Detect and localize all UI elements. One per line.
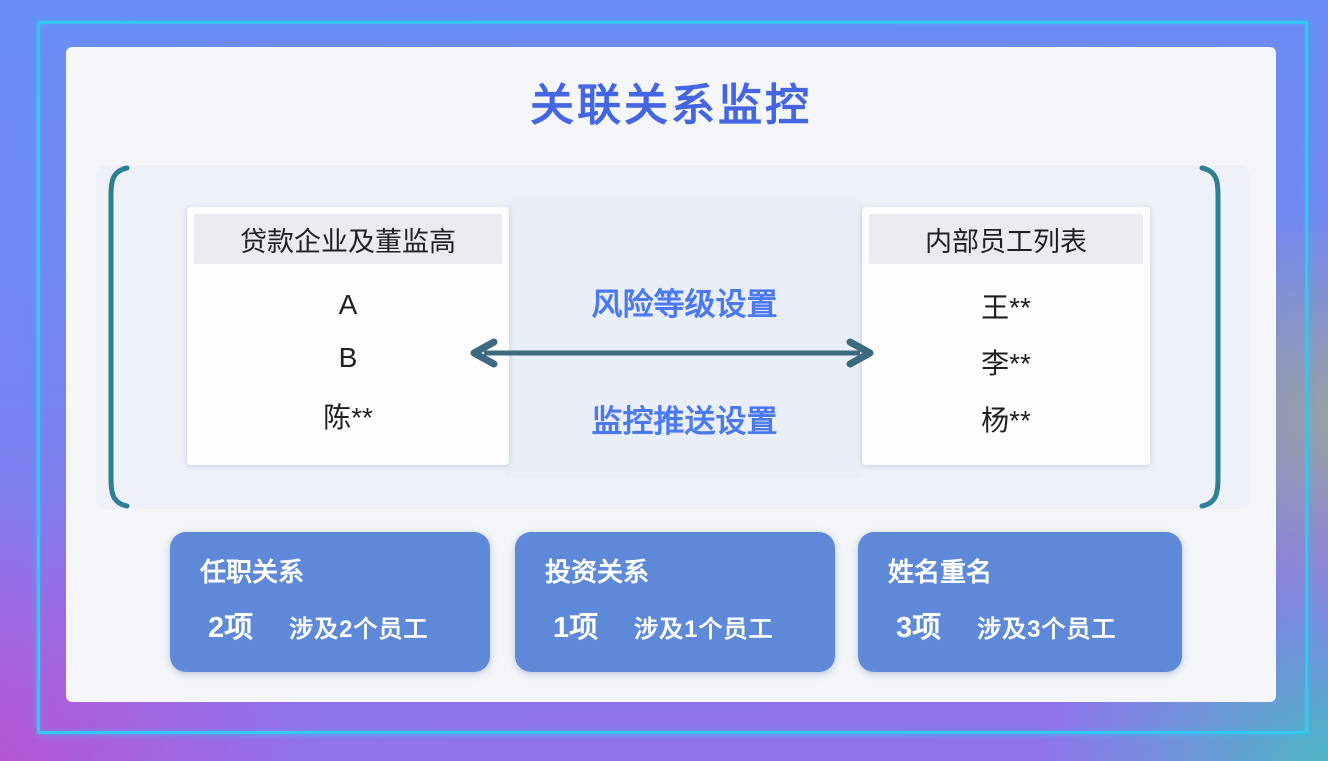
employment-relation-card: 任职关系 2项 涉及2个员工 — [170, 532, 490, 672]
card-detail: 涉及2个员工 — [289, 616, 429, 643]
list-item: 陈** — [323, 402, 373, 434]
right-bracket-icon — [1199, 165, 1221, 509]
list-item: 李** — [981, 348, 1031, 380]
card-stat: 3项 涉及3个员工 — [896, 604, 1117, 646]
left-bracket-icon — [108, 165, 130, 509]
content-panel: 关联关系监控 贷款企业及董监高 A B 陈** 内部员工列表 王** 李** 杨… — [66, 47, 1276, 702]
internal-employee-box-body: 王** 李** 杨** — [862, 270, 1150, 453]
loan-company-box-header: 贷款企业及董监高 — [194, 214, 502, 264]
card-detail: 涉及3个员工 — [977, 616, 1117, 643]
card-count: 1项 — [553, 612, 599, 644]
investment-relation-card: 投资关系 1项 涉及1个员工 — [515, 532, 835, 672]
loan-company-box: 贷款企业及董监高 A B 陈** — [187, 207, 509, 465]
list-item: 王** — [981, 292, 1031, 324]
internal-employee-box: 内部员工列表 王** 李** 杨** — [862, 207, 1150, 465]
card-detail: 涉及1个员工 — [634, 616, 774, 643]
internal-employee-box-header: 内部员工列表 — [869, 214, 1143, 264]
card-title: 姓名重名 — [888, 557, 993, 587]
risk-level-label: 风险等级设置 — [591, 287, 778, 322]
list-item: A — [338, 288, 358, 320]
monitor-push-label: 监控推送设置 — [591, 404, 778, 439]
double-arrow-icon — [470, 338, 874, 368]
page-title: 关联关系监控 — [530, 81, 812, 130]
list-item: B — [338, 342, 358, 374]
loan-company-box-body: A B 陈** — [187, 270, 509, 453]
card-count: 2项 — [208, 612, 254, 644]
center-band — [507, 199, 862, 478]
neon-border — [37, 21, 1308, 734]
card-title: 投资关系 — [545, 557, 650, 587]
card-stat: 1项 涉及1个员工 — [553, 604, 774, 646]
list-item: 杨** — [981, 404, 1031, 436]
card-title: 任职关系 — [200, 557, 305, 587]
card-count: 3项 — [896, 612, 942, 644]
duplicate-name-card: 姓名重名 3项 涉及3个员工 — [858, 532, 1182, 672]
card-stat: 2项 涉及2个员工 — [208, 604, 429, 646]
